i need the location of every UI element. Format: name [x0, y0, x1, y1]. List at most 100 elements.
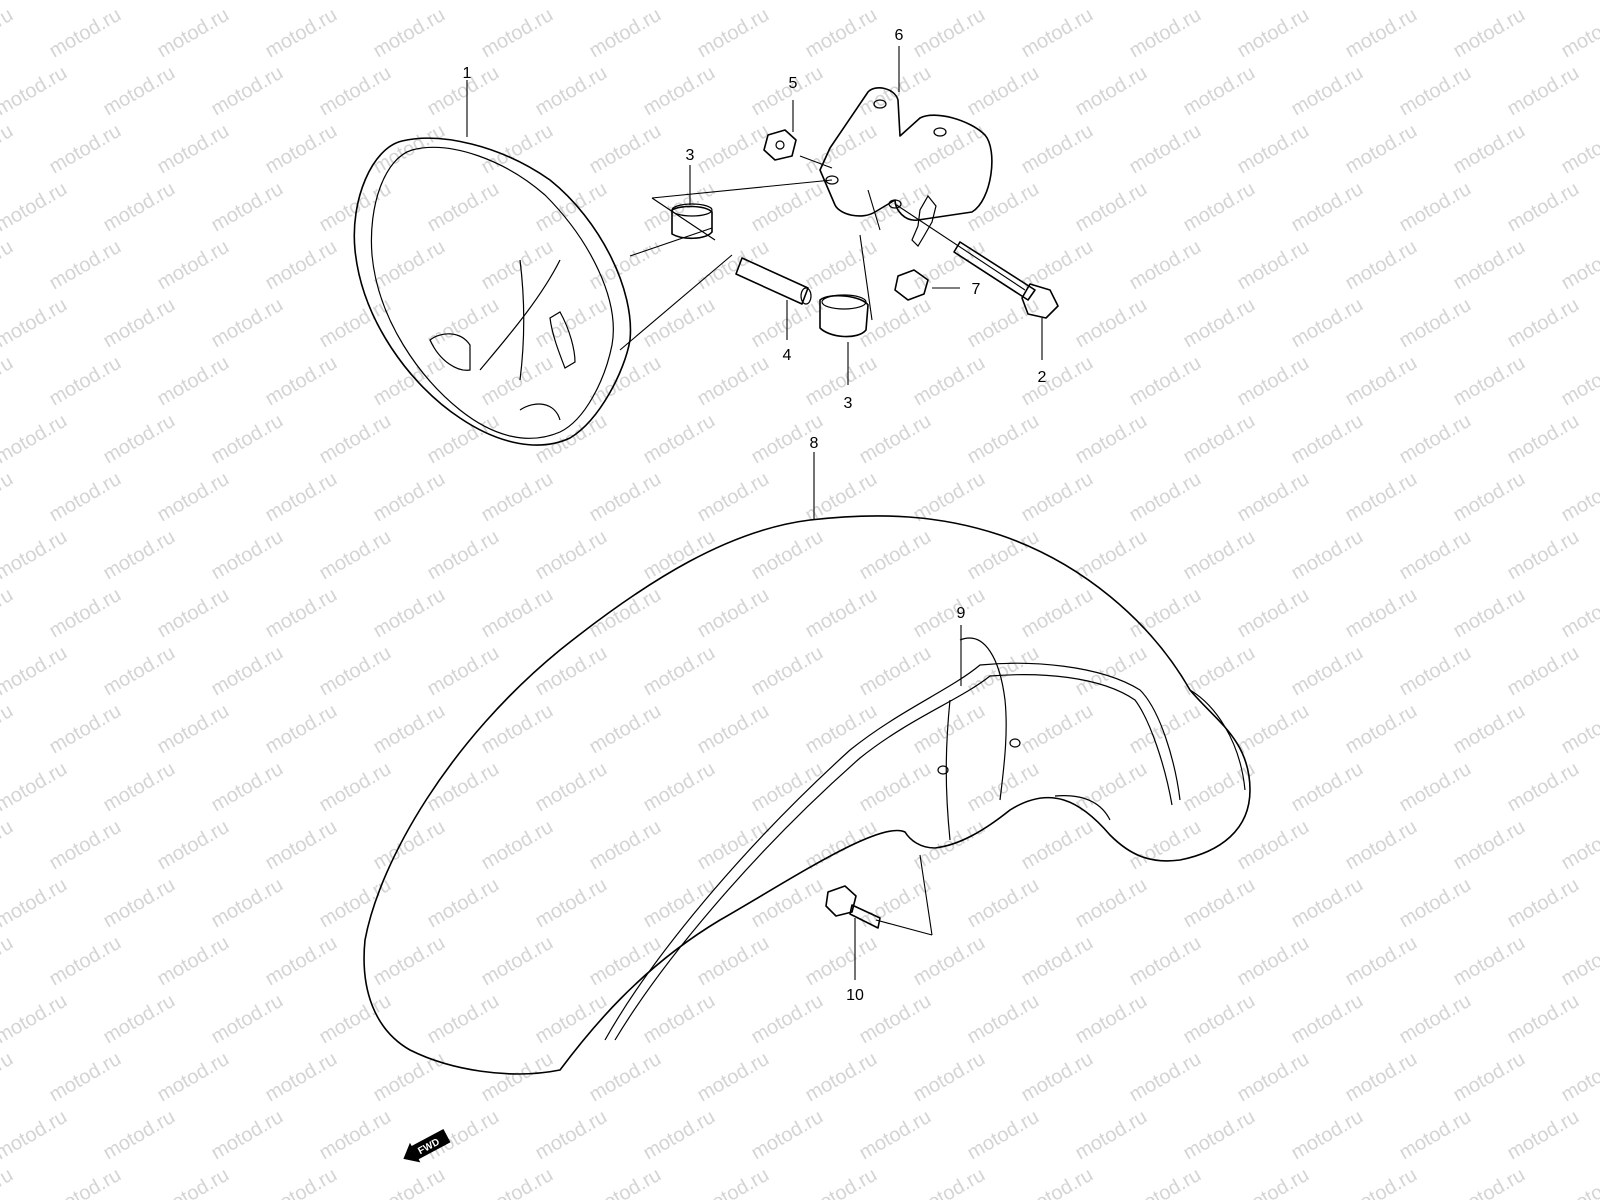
watermark-text: motod.ru — [964, 294, 1043, 353]
watermark-text: motod.ru — [1396, 62, 1475, 121]
watermark-text: motod.ru — [46, 120, 125, 179]
watermark-text: motod.ru — [532, 874, 611, 933]
watermark-text: motod.ru — [748, 1106, 827, 1165]
watermark-text: motod.ru — [316, 0, 395, 4]
watermark-text: motod.ru — [1342, 1048, 1421, 1107]
watermark-text: motod.ru — [478, 932, 557, 991]
watermark-text: motod.ru — [0, 294, 71, 353]
watermark-text: motod.ru — [262, 1164, 341, 1200]
watermark-text: motod.ru — [910, 4, 989, 63]
watermark-text: motod.ru — [1234, 1164, 1313, 1200]
watermark-text: motod.ru — [1504, 410, 1583, 469]
watermark-text: motod.ru — [0, 62, 71, 121]
watermark-text: motod.ru — [100, 410, 179, 469]
watermark-text: motod.ru — [856, 178, 935, 237]
watermark-text: motod.ru — [856, 758, 935, 817]
watermark-text: motod.ru — [910, 584, 989, 643]
watermark-text: motod.ru — [46, 468, 125, 527]
watermark-text: motod.ru — [0, 1048, 17, 1107]
watermark-text: motod.ru — [586, 584, 665, 643]
watermark-text: motod.ru — [532, 526, 611, 585]
watermark-text: motod.ru — [370, 236, 449, 295]
watermark-text: motod.ru — [154, 932, 233, 991]
watermark-text: motod.ru — [964, 990, 1043, 1049]
watermark-text: motod.ru — [208, 874, 287, 933]
watermark-text: motod.ru — [424, 990, 503, 1049]
watermark-text: motod.ru — [586, 700, 665, 759]
watermark-text: motod.ru — [208, 410, 287, 469]
watermark-text: motod.ru — [1018, 352, 1097, 411]
watermark-text: motod.ru — [154, 584, 233, 643]
watermark-text: motod.ru — [640, 990, 719, 1049]
watermark-text: motod.ru — [46, 1164, 125, 1200]
watermark-text: motod.ru — [1450, 4, 1529, 63]
watermark-text: motod.ru — [100, 0, 179, 4]
watermark-text: motod.ru — [1504, 758, 1583, 817]
leader-lines — [466, 46, 1043, 980]
watermark-text: motod.ru — [46, 816, 125, 875]
watermark-text: motod.ru — [0, 236, 17, 295]
callout-6: 6 — [895, 27, 904, 44]
watermark-text: motod.ru — [1558, 1048, 1600, 1107]
headlight-housing — [353, 137, 733, 446]
watermark-text: motod.ru — [478, 1048, 557, 1107]
watermark-text: motod.ru — [856, 526, 935, 585]
watermark-text: motod.ru — [1126, 932, 1205, 991]
watermark-text: motod.ru — [1342, 1164, 1421, 1200]
watermark-text: motod.ru — [694, 700, 773, 759]
watermark-text: motod.ru — [1180, 0, 1259, 4]
watermark-text: motod.ru — [748, 758, 827, 817]
watermark-text: motod.ru — [208, 642, 287, 701]
watermark-text: motod.ru — [262, 700, 341, 759]
watermark-text: motod.ru — [478, 352, 557, 411]
watermark-text: motod.ru — [424, 178, 503, 237]
watermark-text: motod.ru — [100, 526, 179, 585]
watermark-text: motod.ru — [694, 584, 773, 643]
watermark-text: motod.ru — [1126, 120, 1205, 179]
watermark-text: motod.ru — [1018, 1164, 1097, 1200]
watermark-text: motod.ru — [208, 0, 287, 4]
watermark-text: motod.ru — [586, 236, 665, 295]
watermark-text: motod.ru — [1180, 526, 1259, 585]
callout-labels: 1 2 3 3 4 5 6 7 8 9 10 — [463, 27, 1047, 1004]
watermark-text: motod.ru — [640, 1106, 719, 1165]
callout-8: 8 — [810, 435, 819, 452]
watermark-text: motod.ru — [0, 468, 17, 527]
watermark-text: motod.ru — [748, 0, 827, 4]
watermark-text: motod.ru — [1072, 990, 1151, 1049]
watermark-text: motod.ru — [1396, 178, 1475, 237]
watermark-text: motod.ru — [1126, 816, 1205, 875]
watermark-text: motod.ru — [0, 758, 71, 817]
watermark-text: motod.ru — [154, 468, 233, 527]
watermark-text: motod.ru — [1018, 932, 1097, 991]
callout-4: 4 — [783, 347, 792, 364]
watermark-text: motod.ru — [316, 1106, 395, 1165]
watermark-text: motod.ru — [0, 526, 71, 585]
watermark-text: motod.ru — [910, 1048, 989, 1107]
watermark-text: motod.ru — [0, 178, 71, 237]
watermark-text: motod.ru — [964, 758, 1043, 817]
watermark-text: motod.ru — [586, 468, 665, 527]
watermark-text: motod.ru — [1018, 120, 1097, 179]
watermark-text: motod.ru — [964, 410, 1043, 469]
nut-part-7 — [894, 269, 929, 301]
collar-part-4 — [735, 257, 812, 305]
watermark-text: motod.ru — [0, 120, 17, 179]
watermark-text: motod.ru — [0, 700, 17, 759]
callout-7: 7 — [972, 281, 981, 298]
watermark-text: motod.ru — [154, 700, 233, 759]
watermark-text: motod.ru — [1180, 178, 1259, 237]
watermark-text: motod.ru — [910, 1164, 989, 1200]
watermark-text: motod.ru — [370, 120, 449, 179]
watermark-text: motod.ru — [640, 874, 719, 933]
callout-3-upper: 3 — [686, 147, 695, 164]
callout-10: 10 — [846, 987, 864, 1004]
watermark-text: motod.ru — [208, 178, 287, 237]
watermark-text: motod.ru — [1504, 526, 1583, 585]
bolt-part-10 — [825, 885, 881, 929]
watermark-text: motod.ru — [1288, 0, 1367, 4]
watermark-text: motod.ru — [1126, 468, 1205, 527]
watermark-text: motod.ru — [586, 1164, 665, 1200]
watermark-text: motod.ru — [532, 758, 611, 817]
watermark-text: motod.ru — [1450, 584, 1529, 643]
